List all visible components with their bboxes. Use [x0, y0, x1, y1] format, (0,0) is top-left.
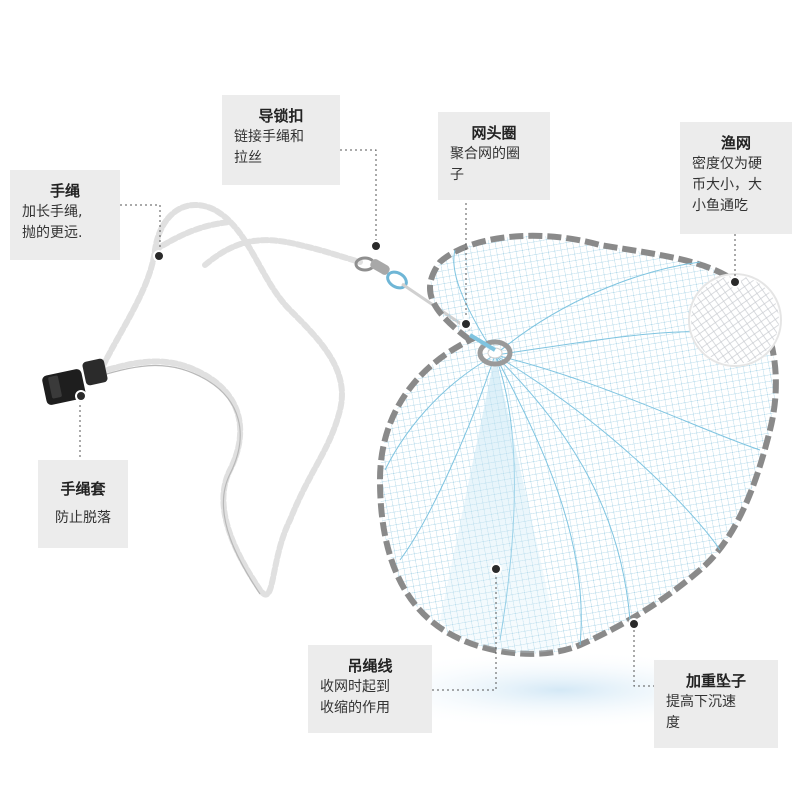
label-guide-lock-title: 导锁扣 [258, 107, 304, 125]
markers [75, 240, 741, 630]
label-weight-sinker: 加重坠子 提高下沉速 度 [654, 660, 778, 748]
marker-rope-sleeve [75, 390, 87, 402]
label-weight-sinker-title: 加重坠子 [685, 672, 746, 690]
hand-rope-shadow [99, 364, 261, 595]
label-hanging-line-desc: 收网时起到 收缩的作用 [320, 679, 390, 716]
label-hanging-line: 吊绳线 收网时起到 收缩的作用 [308, 645, 432, 733]
label-fishing-net-desc: 密度仅为硬 币大小，大 小鱼通吃 [692, 156, 762, 214]
mesh-zoom-bubble [688, 273, 782, 367]
label-net-head-ring-desc: 聚合网的圈 子 [450, 146, 520, 183]
label-guide-lock-desc: 链接手绳和 拉丝 [234, 129, 304, 166]
label-guide-lock: 导锁扣 链接手绳和 拉丝 [222, 95, 340, 185]
label-rope-sleeve-desc: 防止脱落 [55, 510, 111, 526]
marker-hanging-line [490, 563, 502, 575]
label-net-head-ring-title: 网头圈 [471, 124, 517, 142]
label-fishing-net-title: 渔网 [720, 134, 751, 152]
label-rope-sleeve: 手绳套 防止脱落 [38, 460, 128, 548]
label-fishing-net: 渔网 密度仅为硬 币大小，大 小鱼通吃 [680, 122, 792, 234]
hand-rope [97, 202, 363, 598]
label-hand-rope-desc: 加长手绳, 抛的更远. [22, 204, 83, 241]
marker-fishing-net [729, 276, 741, 288]
label-weight-sinker-desc: 提高下沉速 度 [666, 694, 736, 731]
label-hand-rope-title: 手绳 [49, 182, 80, 200]
cast-net-body [376, 232, 779, 657]
label-net-head-ring: 网头圈 聚合网的圈 子 [438, 112, 550, 200]
marker-weight-sinker [628, 618, 640, 630]
rope-sleeve [42, 358, 108, 405]
leader-lines [79, 149, 736, 691]
marker-guide-lock [370, 240, 382, 252]
label-rope-sleeve-title: 手绳套 [60, 480, 106, 498]
label-hand-rope: 手绳 加长手绳, 抛的更远. [10, 170, 120, 260]
marker-net-head-ring [460, 318, 472, 330]
label-hanging-line-title: 吊绳线 [347, 657, 393, 675]
marker-hand-rope [153, 250, 165, 262]
